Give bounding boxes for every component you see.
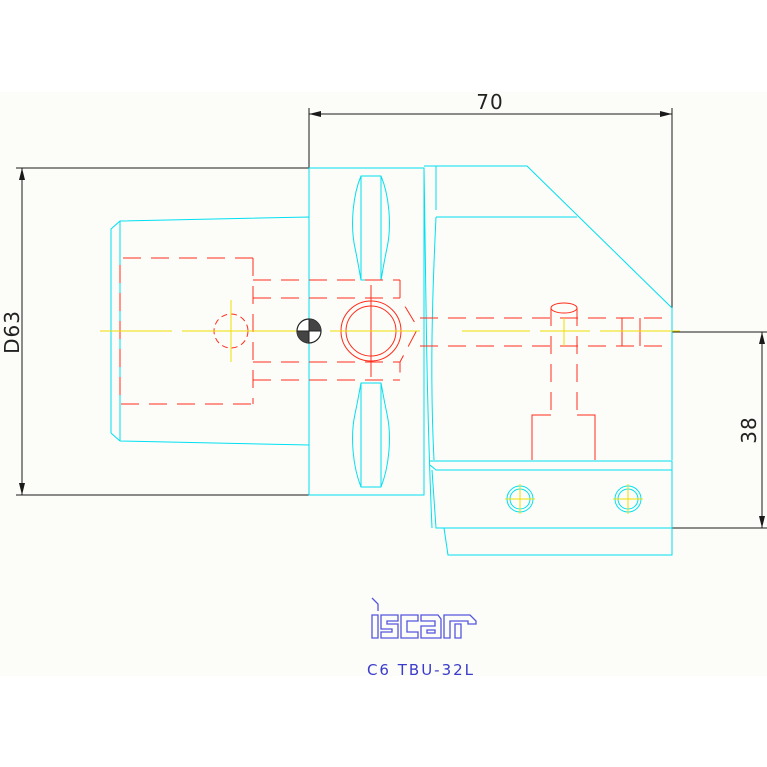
dimension-diameter: D63 <box>0 167 310 496</box>
hidden-lines <box>119 257 672 460</box>
drawing-sheet <box>0 92 767 676</box>
dimension-height-label: 38 <box>737 416 761 443</box>
dimension-height: 38 <box>672 331 767 529</box>
dimension-length: 70 <box>308 90 673 315</box>
part-name: C6 TBU-32L <box>367 661 475 679</box>
center-lines <box>100 300 680 362</box>
datum-mark <box>296 318 322 344</box>
iscar-logo <box>371 597 477 639</box>
dimension-length-label: 70 <box>476 90 503 114</box>
head-outline <box>423 165 673 556</box>
dimension-diameter-label: D63 <box>0 310 24 354</box>
